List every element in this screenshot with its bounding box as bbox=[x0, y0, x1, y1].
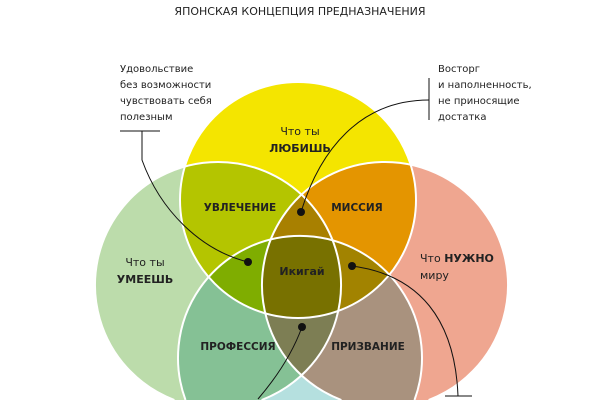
world-needs-label-1: Что НУЖНО bbox=[420, 252, 494, 265]
svg-text:Восторг: Восторг bbox=[438, 64, 480, 75]
circle-love bbox=[180, 82, 416, 318]
world-needs-label-2: миру bbox=[420, 269, 449, 282]
region-ikigai: Икигай bbox=[279, 265, 324, 278]
callout-dots bbox=[244, 208, 356, 331]
love-label-2: ЛЮБИШЬ bbox=[269, 142, 331, 155]
good-at-label-2: УМЕЕШЬ bbox=[117, 273, 173, 286]
callout-right-text: Восторг и наполненность, не приносящие д… bbox=[438, 64, 532, 123]
svg-text:чувствовать себя: чувствовать себя bbox=[120, 96, 212, 107]
svg-text:достатка: достатка bbox=[438, 112, 486, 123]
region-passion: УВЛЕЧЕНИЕ bbox=[204, 202, 276, 214]
circle-outlines bbox=[94, 81, 509, 400]
svg-text:и наполненность,: и наполненность, bbox=[438, 80, 532, 91]
callout-lines bbox=[120, 78, 472, 400]
svg-text:без возможности: без возможности bbox=[120, 80, 211, 91]
good-at-label-1: Что ты bbox=[125, 256, 164, 269]
page-title: ЯПОНСКАЯ КОНЦЕПЦИЯ ПРЕДНАЗНАЧЕНИЯ bbox=[174, 5, 425, 18]
svg-text:полезным: полезным bbox=[120, 112, 173, 123]
region-vocation: ПРИЗВАНИЕ bbox=[331, 341, 405, 353]
svg-text:не приносящие: не приносящие bbox=[438, 96, 520, 107]
region-profession: ПРОФЕССИЯ bbox=[200, 341, 275, 353]
love-label-1: Что ты bbox=[280, 125, 319, 138]
callout-left-text: Удовольствие без возможности чувствовать… bbox=[120, 64, 212, 123]
svg-text:Удовольствие: Удовольствие bbox=[120, 64, 193, 75]
region-mission: МИССИЯ bbox=[331, 202, 383, 214]
